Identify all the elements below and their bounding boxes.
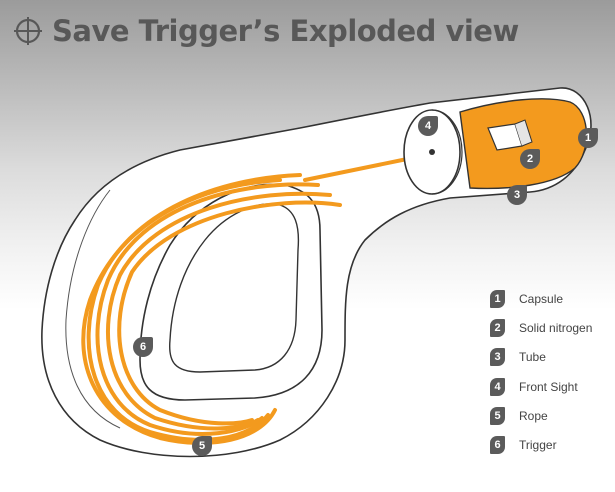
legend-item: 6 Trigger — [490, 435, 592, 455]
legend-item: 5 Rope — [490, 406, 592, 426]
legend-label: Front Sight — [519, 379, 578, 394]
legend-item: 2 Solid nitrogen — [490, 318, 592, 338]
legend-item: 1 Capsule — [490, 289, 592, 309]
legend-badge: 2 — [490, 319, 505, 338]
legend-badge: 6 — [490, 435, 505, 454]
legend-label: Trigger — [519, 437, 557, 452]
callout-6: 6 — [133, 337, 153, 357]
legend-label: Tube — [519, 350, 546, 365]
legend-label: Rope — [519, 408, 548, 423]
legend-label: Solid nitrogen — [519, 321, 593, 336]
device-body-rim — [65, 189, 121, 429]
legend-label: Capsule — [519, 292, 564, 306]
trigger-opening — [168, 203, 300, 373]
front-sight-part — [403, 109, 463, 195]
legend-badge: 1 — [490, 290, 505, 308]
callout-2: 2 — [520, 149, 540, 169]
legend-badge: 4 — [490, 377, 505, 396]
crosshair-icon — [14, 17, 42, 45]
header: Save Trigger’s Exploded view — [12, 14, 519, 48]
legend-item: 4 Front Sight — [490, 377, 592, 397]
callout-5: 5 — [192, 436, 212, 456]
page-title: Save Trigger’s Exploded view — [52, 14, 519, 48]
legend-item: 3 Tube — [490, 347, 592, 367]
legend-badge: 3 — [490, 348, 505, 367]
callout-1: 1 — [578, 128, 598, 148]
legend: 1 Capsule 2 Solid nitrogen 3 Tube 4 Fron… — [490, 289, 592, 464]
callout-3: 3 — [507, 185, 527, 205]
legend-badge: 5 — [490, 406, 505, 425]
callout-4: 4 — [418, 116, 438, 136]
